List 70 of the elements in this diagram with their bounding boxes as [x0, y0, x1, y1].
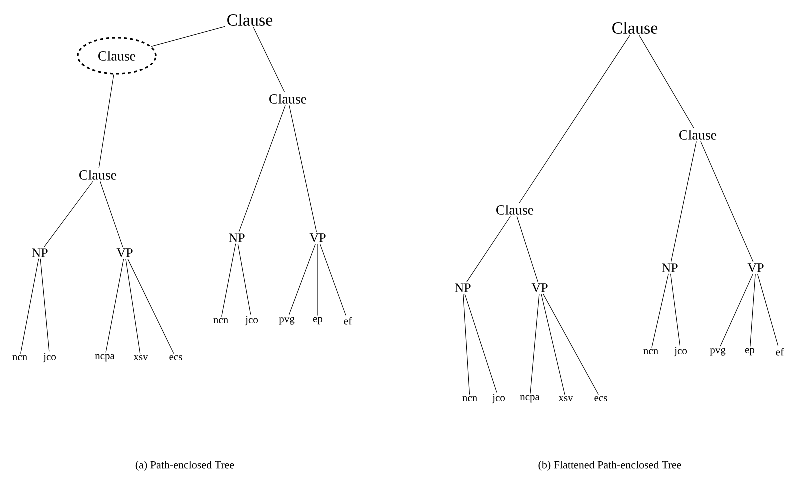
category-label: NP	[662, 264, 678, 272]
tree-branch	[100, 181, 124, 248]
tree-branch	[222, 244, 236, 318]
tree-branch	[98, 74, 114, 169]
category-label: VP	[116, 248, 133, 258]
category-label: Clause	[98, 51, 136, 61]
caption: (a) Path-enclosed Tree	[136, 461, 234, 471]
tree-branch	[720, 274, 754, 347]
tree-label: ecs	[170, 356, 182, 361]
category-label: VP	[748, 264, 764, 272]
tree-branch	[238, 244, 252, 315]
tree-label: xsv	[558, 396, 574, 402]
tree-label: ncn	[214, 318, 228, 324]
tree-label: ncpa	[95, 354, 115, 362]
tree-branch	[519, 35, 630, 204]
tree-label: jco	[492, 394, 506, 404]
tree-branch	[464, 294, 498, 393]
tree-branch	[700, 141, 754, 262]
category-label: NP	[32, 248, 48, 258]
tree-label: jco	[245, 316, 258, 326]
tree-branch	[466, 216, 511, 282]
tree-branch	[652, 274, 669, 348]
tree-branch	[516, 216, 538, 282]
tree-branch	[530, 294, 540, 394]
tree-branch	[750, 274, 756, 347]
category-label: Clause	[680, 130, 717, 140]
tree-branch	[639, 35, 694, 129]
category-label: Clause	[270, 94, 307, 104]
dashed-ellipse	[77, 37, 157, 75]
tree-branch	[40, 258, 50, 352]
category-label: Clause	[80, 170, 117, 180]
tree-branch	[543, 294, 599, 396]
tree-branch	[463, 294, 470, 396]
caption: (b) Flattened Path-enclosed Tree	[538, 461, 682, 471]
category-label: Clause	[228, 14, 273, 26]
category-label: Clause	[496, 205, 534, 215]
tree-branch	[541, 294, 566, 396]
tree-label: ef	[344, 317, 352, 325]
tree-label: jco	[674, 347, 688, 357]
tree-branch	[151, 26, 226, 47]
tree-branch	[289, 105, 317, 232]
category-label: Clause	[612, 22, 658, 34]
tree-branch	[670, 141, 697, 262]
tree-branch	[126, 258, 141, 354]
tree-branch	[44, 181, 94, 248]
category-label: VP	[310, 234, 326, 242]
tree-label: ep	[313, 317, 323, 325]
tree-label: pvg	[710, 348, 726, 356]
tree-label: ncn	[462, 396, 478, 402]
tree-label: ncn	[12, 356, 28, 361]
tree-label: ecs	[594, 396, 608, 402]
category-label: NP	[455, 284, 471, 292]
category-label: VP	[532, 284, 548, 292]
tree-label: ef	[776, 348, 784, 356]
tree-branch	[106, 258, 124, 354]
category-label: NP	[229, 234, 245, 242]
tree-label: ncn	[644, 349, 658, 355]
tree-branch	[757, 274, 779, 347]
tree-branch	[253, 27, 286, 93]
tree-branch	[128, 258, 174, 354]
tree-branch	[20, 258, 40, 354]
tree-branch	[670, 274, 680, 346]
tree-label: xsv	[134, 356, 148, 361]
tree-branch	[238, 105, 286, 232]
tree-branch	[288, 244, 316, 316]
tree-branch	[320, 244, 346, 316]
tree-label: ep	[745, 348, 755, 356]
tree-label: pvg	[279, 317, 295, 325]
tree-label: jco	[43, 353, 56, 363]
tree-label: ncpa	[520, 395, 540, 403]
